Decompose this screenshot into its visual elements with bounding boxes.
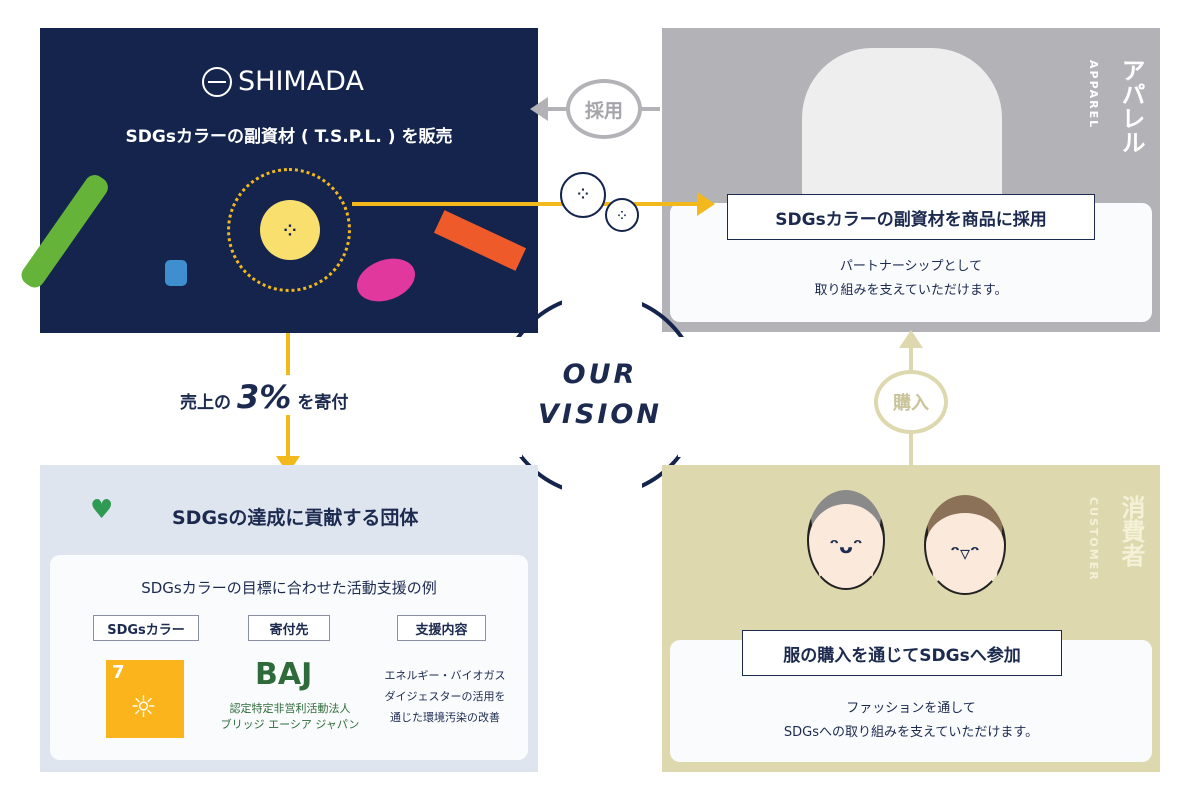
customer-title-jp: 消費者 bbox=[1117, 495, 1145, 567]
apparel-panel: アパレル APPAREL SDGsカラーの副資材を商品に採用 パートナーシップと… bbox=[662, 28, 1160, 332]
purchase-arrowhead bbox=[899, 330, 923, 348]
sales-arrowhead bbox=[697, 192, 715, 216]
apparel-desc-1: パートナーシップとして bbox=[839, 259, 983, 274]
adopt-arrowhead bbox=[530, 97, 548, 121]
adopt-label: 採用 bbox=[566, 79, 642, 139]
apparel-title-jp: アパレル bbox=[1117, 58, 1145, 154]
org-panel: ♥ SDGsの達成に貢献する団体 SDGsカラーの目標に合わせた活動支援の例 S… bbox=[40, 465, 538, 772]
apparel-label: SDGsカラーの副資材を商品に採用 bbox=[727, 194, 1095, 240]
vision-line1: OUR bbox=[562, 359, 638, 390]
green-tab-illustration bbox=[17, 171, 112, 292]
shimada-logo: SHIMADA bbox=[202, 66, 364, 97]
col-sdgs-color: SDGsカラー bbox=[93, 615, 199, 641]
man-face-illustration: ᵔᴗᵔ bbox=[807, 490, 885, 590]
purchase-label: 購入 bbox=[874, 370, 948, 434]
support-2: ダイジェスターの活用を bbox=[384, 690, 506, 703]
col-donee: 寄付先 bbox=[248, 615, 330, 641]
col-support: 支援内容 bbox=[397, 615, 486, 641]
logo-icon bbox=[202, 66, 232, 97]
vision-circle: OUR VISION bbox=[492, 287, 708, 503]
woman-face-illustration: ᵔ▿ᵔ bbox=[924, 495, 1006, 595]
support-1: エネルギー・バイオガス bbox=[384, 669, 506, 682]
customer-label: 服の購入を通じてSDGsへ参加 bbox=[742, 630, 1062, 676]
button-icon: ⁘ bbox=[605, 198, 639, 232]
dotted-circle bbox=[227, 168, 351, 292]
apparel-title-en: APPAREL bbox=[1087, 60, 1100, 130]
donation-text: 売上の 3% を寄付 bbox=[180, 378, 349, 416]
shimada-title: SDGsカラーの副資材 ( T.S.P.L. ) を販売 bbox=[125, 127, 453, 147]
org-title: SDGsの達成に貢献する団体 bbox=[172, 507, 419, 529]
sales-arrow bbox=[352, 202, 697, 206]
support-3: 通じた環境汚染の改善 bbox=[390, 711, 500, 724]
blue-stopper-illustration bbox=[165, 260, 187, 286]
button-icon: ⁘ bbox=[560, 172, 606, 218]
customer-desc-1: ファッションを通して bbox=[846, 701, 976, 716]
vision-line2: VISION bbox=[538, 399, 662, 430]
baj-logo: BAJ bbox=[255, 657, 313, 692]
donee-name-2: ブリッジ エーシア ジャパン bbox=[220, 718, 360, 731]
customer-panel: ᵔᴗᵔ ᵔ▿ᵔ 消費者 CUSTOMER 服の購入を通じてSDGsへ参加 ファッ… bbox=[662, 465, 1160, 772]
hands-heart-icon: ♥ bbox=[90, 495, 114, 525]
customer-title-en: CUSTOMER bbox=[1087, 497, 1100, 582]
org-card-title: SDGsカラーの目標に合わせた活動支援の例 bbox=[141, 579, 437, 597]
pink-toggle-illustration bbox=[350, 250, 422, 310]
customer-desc-2: SDGsへの取り組みを支えていただけます。 bbox=[783, 725, 1039, 740]
shimada-panel: SHIMADA SDGsカラーの副資材 ( T.S.P.L. ) を販売 ⁘ bbox=[17, 28, 538, 333]
org-card: SDGsカラーの目標に合わせた活動支援の例 SDGsカラー 寄付先 支援内容 7… bbox=[50, 555, 528, 760]
apparel-desc-2: 取り組みを支えていただけます。 bbox=[814, 283, 1008, 298]
orange-ribbon-illustration bbox=[433, 210, 527, 271]
sdg7-icon: 7 ☼ bbox=[106, 660, 184, 738]
donee-name-1: 認定特定非営利活動法人 bbox=[229, 702, 351, 715]
button-illustration: ⁘ bbox=[260, 200, 320, 260]
